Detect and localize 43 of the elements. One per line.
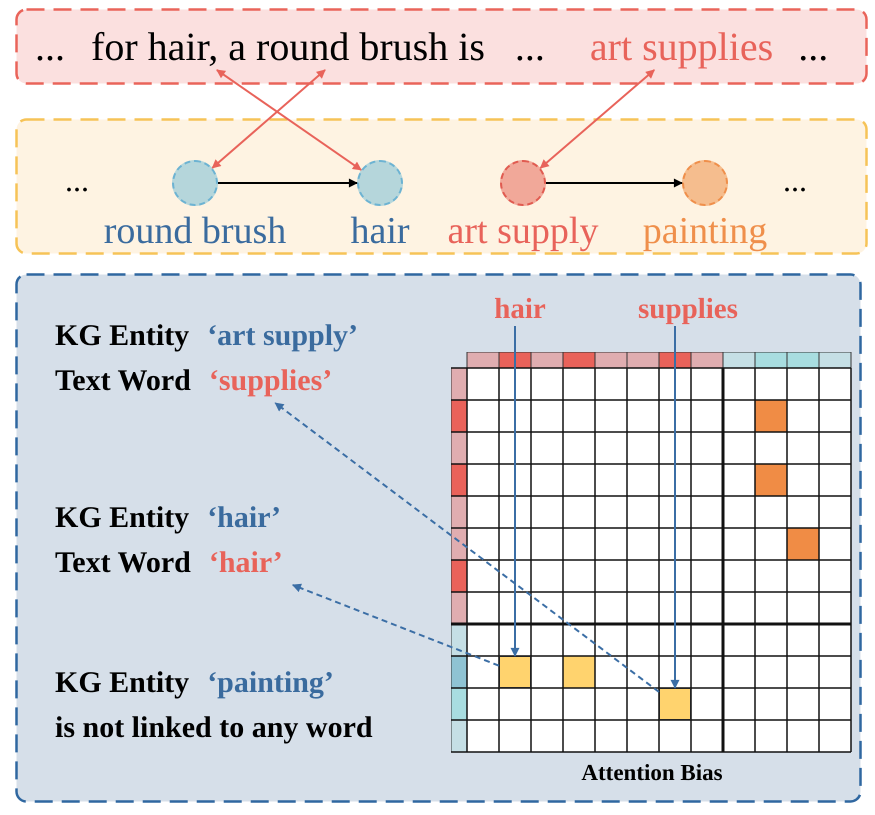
knowledge-graph-band — [15, 118, 868, 255]
dashed-arrow — [274, 402, 660, 693]
kg-entity-label: KG Entity — [55, 501, 190, 534]
arrow — [510, 326, 520, 657]
arrow — [212, 69, 326, 169]
arrow — [670, 326, 680, 689]
sentence-word: hair, — [148, 23, 218, 70]
sentence-word: ... — [35, 23, 65, 70]
sentence-word: for — [91, 23, 138, 70]
sentence-word: ... — [798, 23, 828, 70]
entity-label: round brush — [104, 209, 286, 253]
entity-name: ‘art supply’ — [207, 319, 358, 352]
word-name: ‘hair’ — [208, 546, 283, 579]
column-token-label: hair — [494, 293, 546, 326]
highlighted-cell — [499, 656, 531, 688]
ellipsis-text: ... — [65, 162, 89, 199]
entity-label: art supply — [448, 209, 598, 253]
kg-entity-label: KG Entity — [55, 666, 190, 699]
word-name: ‘supplies’ — [208, 364, 332, 397]
arrow — [216, 69, 362, 171]
text-word-label: Text Word — [55, 364, 191, 397]
column-token-label: supplies — [638, 293, 738, 326]
matrix-caption: Attention Bias — [581, 760, 723, 786]
dashed-arrow — [292, 584, 500, 667]
note-text: is not linked to any word — [55, 711, 373, 744]
kg-entity-label: KG Entity — [55, 319, 190, 352]
sentence-word: a — [228, 23, 246, 70]
ellipsis-text: ... — [783, 162, 807, 199]
sentence-word: ... — [514, 23, 545, 70]
sentence-word: is — [458, 23, 485, 70]
attention-panel — [15, 273, 862, 803]
entity-label: hair — [350, 209, 410, 253]
sentence-word: round brush — [256, 23, 448, 70]
arrow — [546, 178, 683, 188]
entity-name: ‘painting’ — [207, 666, 334, 699]
arrow — [540, 69, 655, 169]
text-word-label: Text Word — [55, 546, 191, 579]
highlighted-cell — [659, 688, 691, 720]
entity-name: ‘hair’ — [207, 501, 282, 534]
entity-label: painting — [642, 209, 768, 253]
sentence-band — [15, 8, 868, 85]
arrow — [218, 178, 358, 188]
sentence-word: art supplies — [590, 23, 774, 70]
